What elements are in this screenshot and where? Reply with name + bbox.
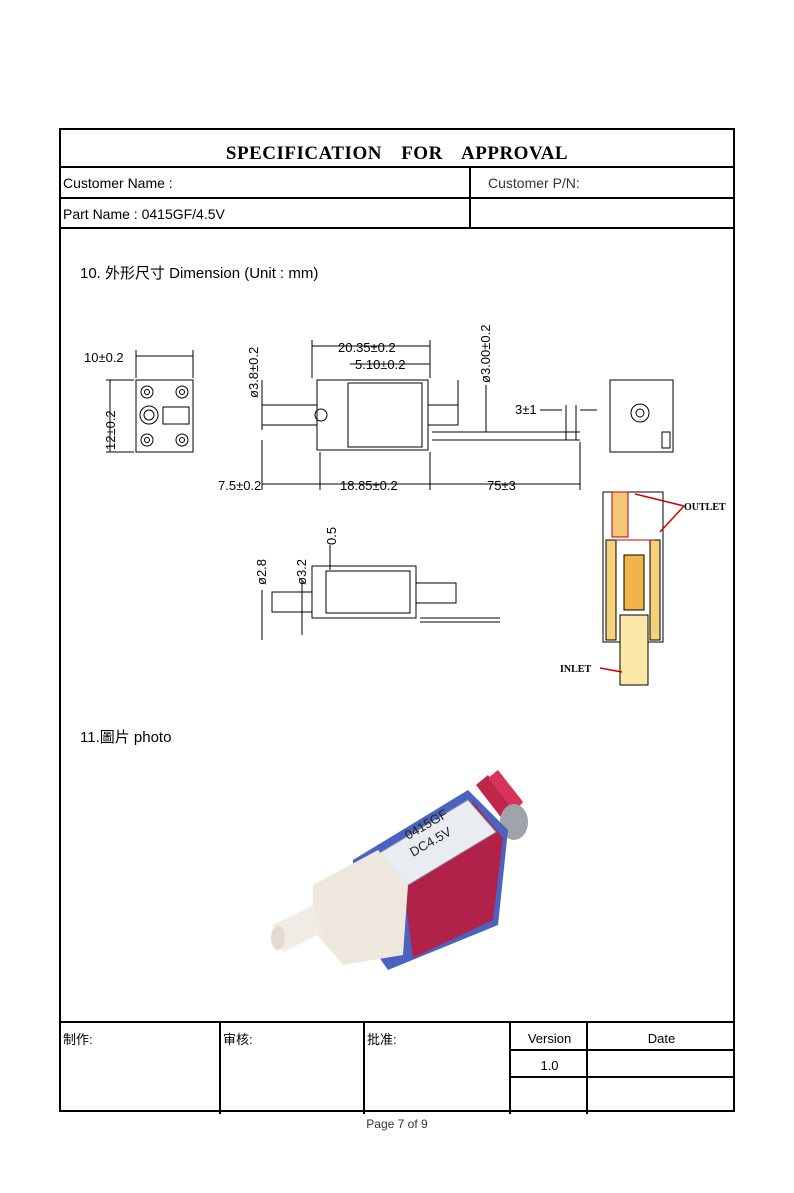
dim-dia28-text: ø2.8 — [254, 559, 269, 585]
customer-name-label: Customer Name : — [61, 168, 471, 197]
date-label: Date — [647, 1031, 676, 1046]
inlet-label: INLET — [560, 664, 591, 675]
made-by-cell: 制作: — [61, 1023, 221, 1114]
customer-pn-label: Customer P/N: — [488, 175, 580, 191]
part-row-empty — [471, 199, 733, 227]
approved-cell: 批准: — [365, 1023, 511, 1114]
reviewed-cell: 审核: — [221, 1023, 365, 1114]
dim-510-text: 5.10±0.2 — [355, 357, 406, 372]
approved-label: 批准: — [367, 1032, 397, 1047]
footer-divider-2 — [511, 1076, 735, 1078]
end-view-square — [135, 379, 194, 453]
footer-divider-1 — [511, 1049, 735, 1051]
dim-width-text: 10±0.2 — [84, 350, 124, 365]
page-number: Page 7 of 9 — [366, 1117, 428, 1131]
spec-frame: SPECIFICATION FOR APPROVAL Customer Name… — [59, 128, 735, 1114]
dim-75pm3-text: 75±3 — [487, 478, 516, 493]
dim-2035-text: 20.35±0.2 — [338, 340, 396, 355]
dim-dia300-text: ø3.00±0.2 — [478, 325, 493, 383]
product-photo: 0415GF DC4.5V — [258, 720, 564, 985]
spec-title: SPECIFICATION FOR APPROVAL — [61, 130, 733, 168]
made-by-label: 制作: — [63, 1032, 93, 1047]
photo-heading: 11.圖片 photo — [80, 729, 172, 746]
dim-dia38-text: ø3.8±0.2 — [246, 347, 261, 398]
part-row: Part Name : 0415GF/4.5V — [61, 199, 733, 229]
version-label: Version — [527, 1031, 572, 1046]
dim-05-text: 0.5 — [324, 527, 339, 545]
dim-1885-text: 18.85±0.2 — [340, 478, 398, 493]
dim-3pm1-text: 3±1 — [515, 402, 537, 417]
dim-75-text: 7.5±0.2 — [218, 478, 261, 493]
dimension-heading: 10. 外形尺寸 Dimension (Unit : mm) — [80, 265, 319, 282]
version-value: 1.0 — [540, 1058, 559, 1073]
end-view-right — [609, 379, 674, 453]
section-view — [602, 491, 664, 686]
part-name-label: Part Name : 0415GF/4.5V — [61, 199, 471, 227]
dim-height-text: 12±0.2 — [103, 410, 118, 450]
version-col — [511, 1023, 588, 1114]
footer-table: 制作: 审核: 批准: Version Date 1.0 — [61, 1021, 735, 1114]
outlet-label: OUTLET — [684, 502, 726, 513]
reviewed-label: 审核: — [223, 1032, 253, 1047]
customer-row: Customer Name : Customer P/N: — [61, 168, 733, 199]
dim-dia32-text: ø3.2 — [294, 559, 309, 585]
